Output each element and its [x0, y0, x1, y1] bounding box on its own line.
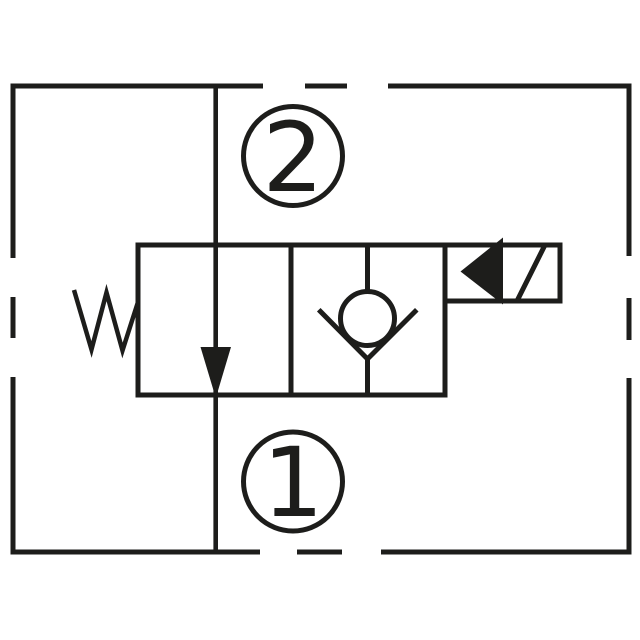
spring-icon — [71, 283, 141, 359]
check-valve-ball-icon — [338, 289, 397, 348]
port-1-circle — [241, 429, 345, 534]
port-2-label: 2 — [262, 102, 323, 214]
port-labels: 2 1 — [262, 102, 323, 539]
schematic-linework — [10, 83, 632, 555]
port-2-circle — [241, 104, 345, 208]
enclosure-dashed-border — [10, 83, 632, 555]
solenoid-arrow-icon — [460, 237, 503, 305]
flow-arrow-down-icon — [200, 347, 231, 398]
check-valve-seat-icon — [316, 307, 419, 363]
solenoid-slash-icon — [514, 244, 547, 304]
schematic-fills — [200, 237, 503, 398]
port-1-label: 1 — [262, 427, 323, 539]
